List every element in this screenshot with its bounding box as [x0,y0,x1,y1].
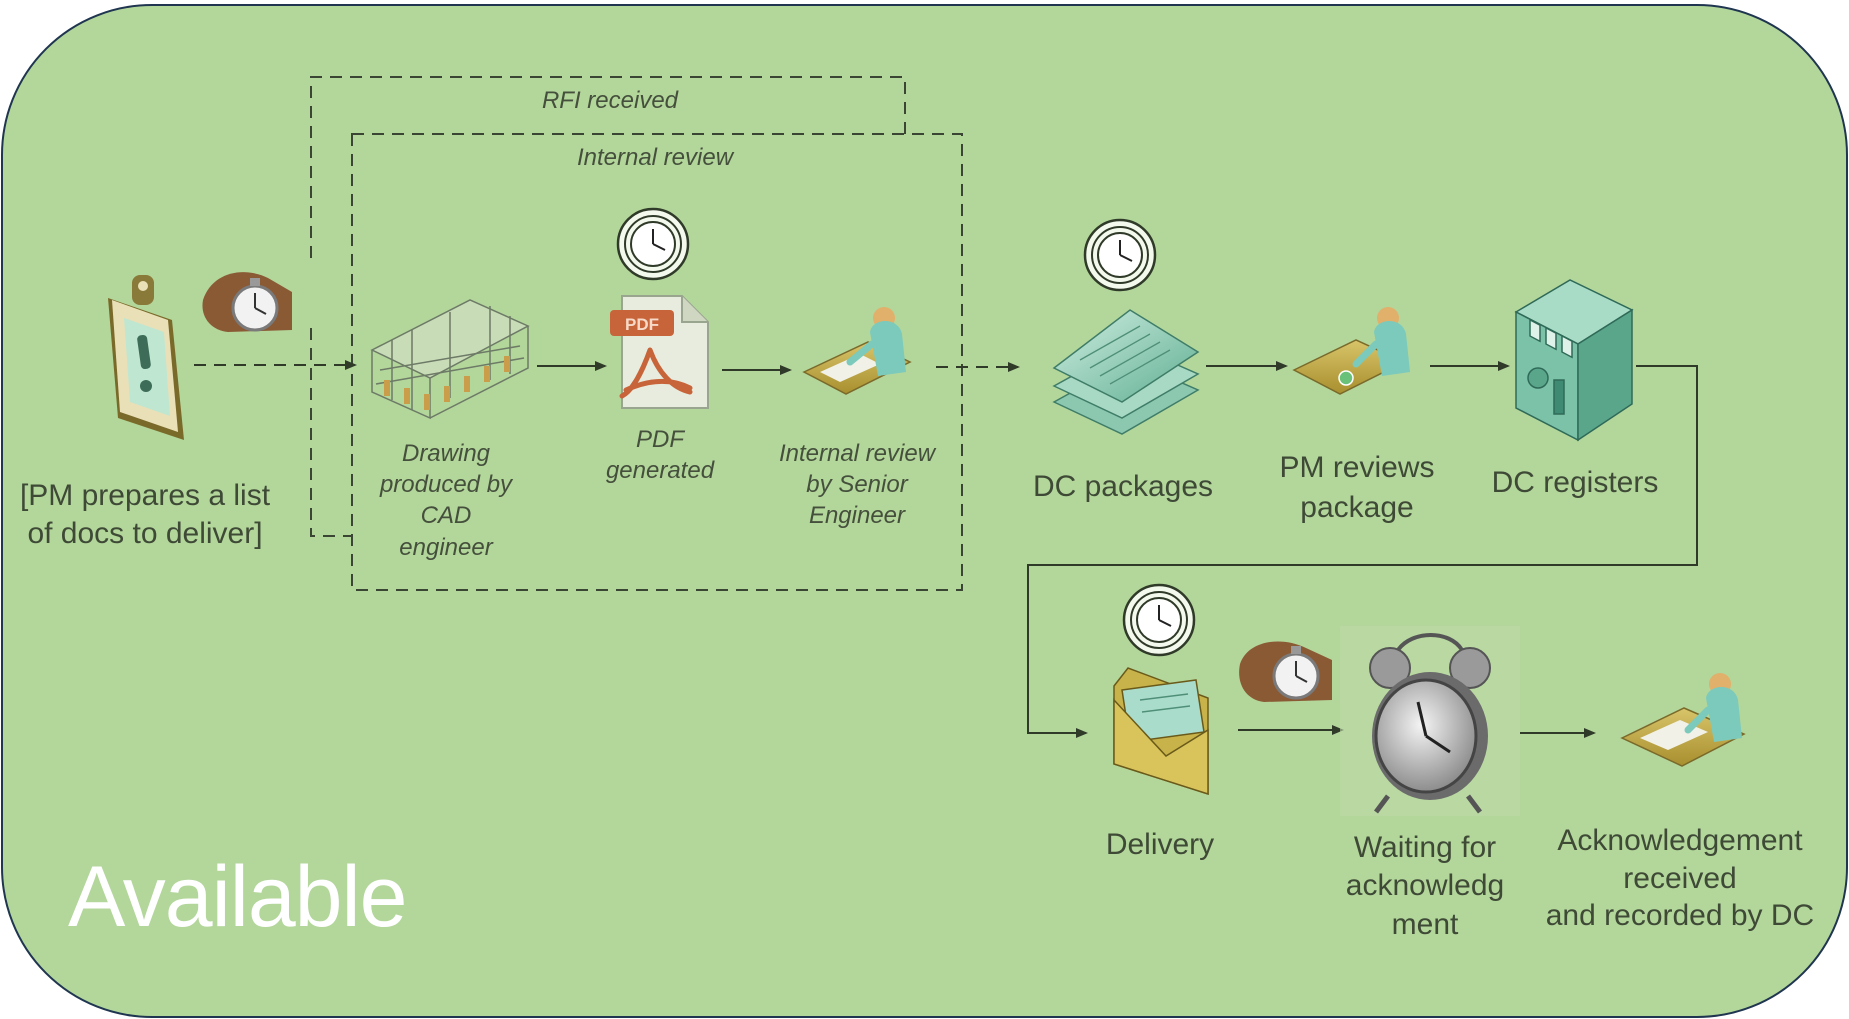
engineer-desk-icon [1620,673,1746,767]
clock-icon [1083,218,1157,292]
pdf-generated-label: PDF generated [605,426,715,485]
engineer-desk-icon [1292,307,1410,395]
pdf-file-icon [610,295,709,409]
pdf-badge-text: PDF [625,315,659,334]
acknowledgement-label: Acknowledgement received and recorded by… [1545,824,1815,932]
clock-icon [1122,583,1196,657]
clipboard-alert-icon [108,275,184,440]
waiting-label: Waiting for acknowledg ment [1345,831,1505,941]
documents-stack-icon [1052,309,1200,435]
dc-packages-label: DC packages [1032,470,1214,503]
pm-prepares-label: [PM prepares a list of docs to deliver] [19,479,271,551]
stopwatch-hand-icon [1239,641,1332,702]
clock-icon [616,207,690,281]
drawing-label: Drawing produced by CAD engineer [379,440,513,561]
connector-registers-to-delivery [1027,365,1698,738]
rfi-received-label: RFI received [541,87,679,114]
cad-drawing-icon [370,299,530,420]
engineer-desk-icon [802,307,912,395]
delivery-label: Delivery [1105,828,1215,861]
available-status-label: Available [68,849,407,945]
building-icon [1514,279,1634,442]
pm-reviews-label: PM reviews package [1279,451,1435,524]
rfi-received-group [310,76,906,258]
envelope-icon [1113,667,1209,796]
senior-review-label: Internal review by Senior Engineer [778,440,936,530]
dc-registers-label: DC registers [1491,466,1659,499]
rfi-received-group-left [310,328,352,537]
alarm-clock-icon [1340,626,1520,816]
internal-review-label: Internal review [576,144,734,171]
stopwatch-hand-icon [202,272,292,332]
